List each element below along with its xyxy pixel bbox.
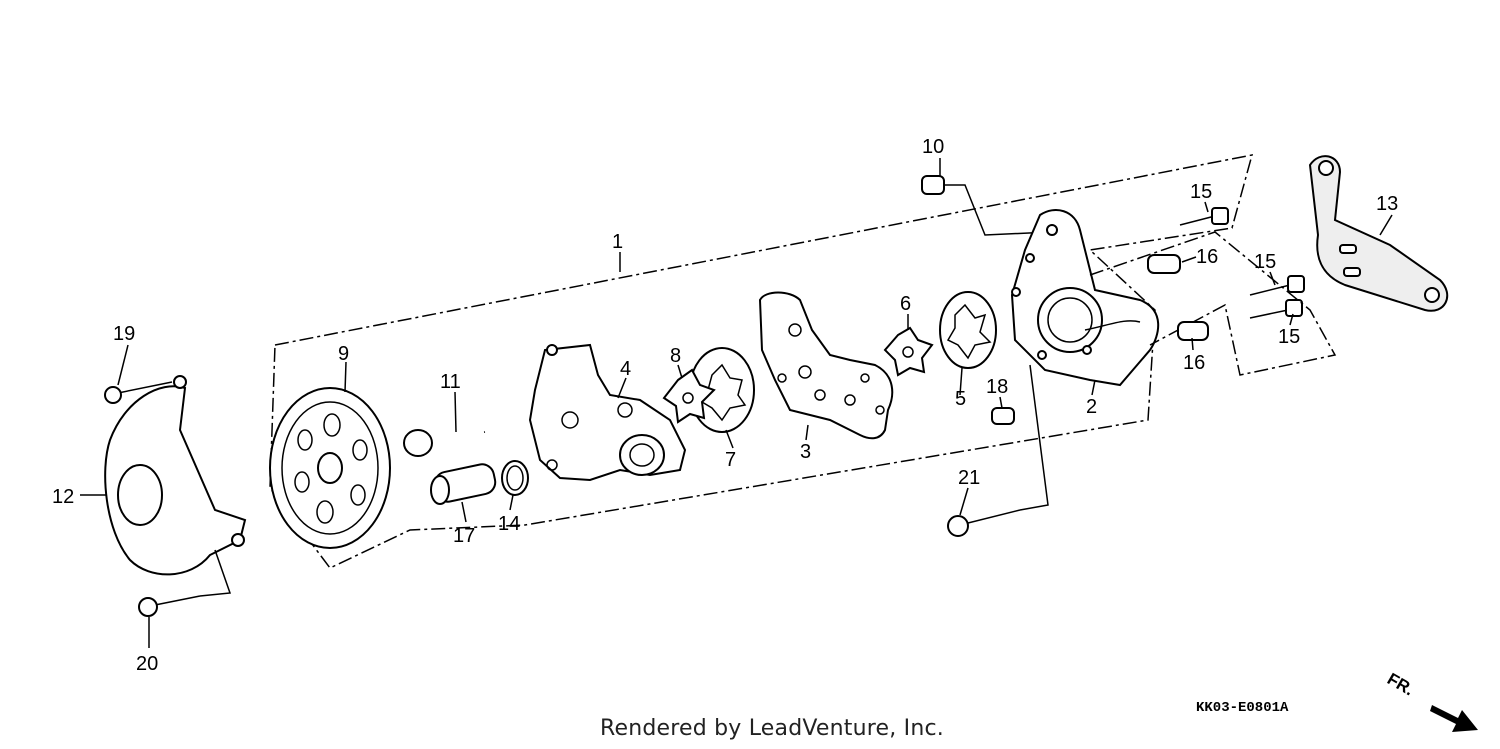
callout-7: 7 [725, 449, 736, 471]
callout-8: 8 [670, 345, 681, 367]
part-5-outer-rotor [939, 291, 997, 369]
part-18-dowel [991, 407, 1015, 425]
callout-3: 3 [800, 441, 811, 463]
part-11-shaft [403, 427, 486, 457]
callout-19: 19 [113, 323, 135, 345]
front-direction-arrow-icon: FR. [1384, 669, 1478, 732]
part-15-bolt [1179, 207, 1229, 226]
callout-11: 11 [440, 371, 461, 393]
part-10-dowel [921, 175, 1051, 236]
part-6-inner-rotor [883, 326, 934, 377]
direction-label: FR. [1384, 669, 1417, 699]
part-12-cover [104, 375, 247, 576]
callout-10: 10 [922, 136, 944, 158]
footer-credit: Rendered by LeadVenture, Inc. [600, 716, 944, 741]
callout-6: 6 [900, 293, 911, 315]
part-16-dowel [1147, 254, 1181, 274]
part-21-bolt [947, 364, 1049, 537]
part-15-bolt [1249, 275, 1305, 296]
drawing-code: KK03-E0801A [1196, 700, 1289, 716]
callout-4: 4 [620, 358, 631, 380]
part-3-pump-plate [758, 291, 894, 440]
callout-9: 9 [338, 343, 349, 365]
callout-13: 13 [1376, 193, 1398, 215]
callout-20: 20 [136, 653, 158, 675]
part-17-sleeve [430, 463, 497, 505]
callout-1: 1 [612, 231, 623, 253]
callout-16: 16 [1196, 246, 1218, 268]
callout-15: 15 [1190, 181, 1212, 203]
part-2-pump-body [1010, 209, 1160, 387]
callout-15: 15 [1278, 326, 1300, 348]
part-15-bolt [1249, 299, 1303, 319]
part-13-bracket [1308, 155, 1449, 312]
callout-15: 15 [1254, 251, 1276, 273]
part-16-dowel [1177, 321, 1209, 341]
callout-16: 16 [1183, 352, 1205, 374]
callout-12: 12 [52, 486, 74, 508]
part-19-bolt [104, 381, 173, 404]
part-8-inner-rotor [662, 368, 716, 424]
callout-2: 2 [1086, 396, 1097, 418]
callout-21: 21 [958, 467, 980, 489]
part-14-ring [501, 460, 529, 496]
callout-14: 14 [498, 513, 520, 535]
callout-5: 5 [955, 388, 966, 410]
part-20-bolt [138, 549, 232, 617]
part-4-pump-housing [528, 343, 687, 482]
part-9-gear [269, 387, 391, 549]
callout-17: 17 [453, 525, 475, 547]
callout-18: 18 [986, 376, 1008, 398]
